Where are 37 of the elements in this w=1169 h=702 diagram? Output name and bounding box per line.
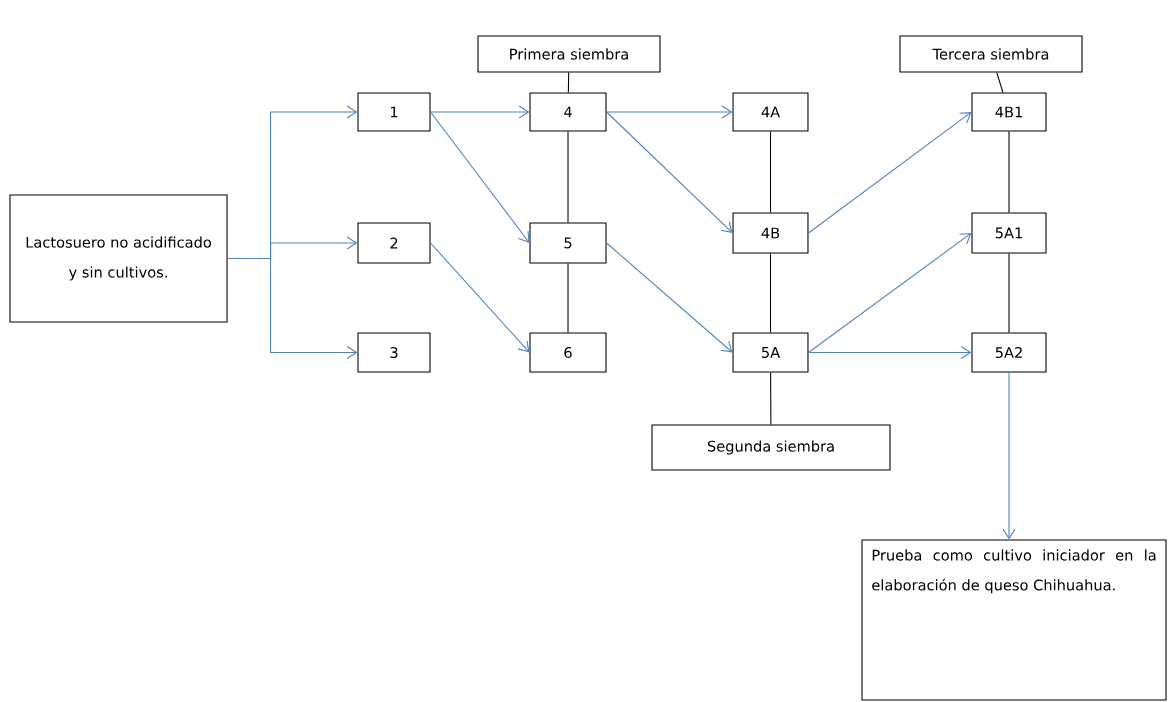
connector-line	[567, 72, 570, 93]
sample-box: 4B1	[971, 92, 1047, 132]
stage-label-box: Primera siembra	[477, 35, 661, 73]
sample-box: 1	[357, 92, 431, 132]
sample-box: 5	[529, 222, 607, 264]
arrow	[807, 233, 972, 354]
arrow	[1002, 371, 1016, 540]
connector-line	[996, 72, 1004, 93]
arrow	[807, 345, 972, 360]
arrow	[606, 242, 733, 353]
sample-box: 3	[357, 332, 431, 373]
connector-line	[769, 253, 772, 334]
sample-box: 2	[357, 222, 431, 264]
arrow	[430, 242, 530, 353]
sample-box: 5A2	[971, 332, 1047, 373]
sample-box: 4A	[732, 92, 809, 132]
sample-box: 5A1	[971, 212, 1047, 254]
sample-box: 4B	[732, 212, 809, 254]
process-box: Lactosuero no acidificado y sin cultivos.	[9, 194, 228, 323]
connector-line	[567, 263, 569, 334]
result-box: Prueba como cultivo iniciador en la elaboración de queso Chihuahua.	[861, 539, 1167, 701]
arrow	[606, 105, 733, 119]
arrow	[606, 111, 733, 233]
sample-box: 5A	[732, 332, 809, 373]
connector-line	[770, 371, 772, 425]
connector-line	[567, 131, 569, 223]
arrow	[227, 257, 358, 360]
connector-line	[769, 131, 772, 213]
stage-label-box: Tercera siembra	[899, 35, 1083, 73]
connector-line	[1008, 253, 1010, 334]
arrow	[430, 105, 530, 119]
arrow	[430, 111, 530, 243]
sample-box: 4	[529, 92, 607, 132]
arrow	[807, 112, 972, 234]
stage-label-box: Segunda siembra	[651, 424, 891, 471]
sample-box: 6	[529, 332, 607, 373]
connector-line	[1008, 131, 1010, 213]
